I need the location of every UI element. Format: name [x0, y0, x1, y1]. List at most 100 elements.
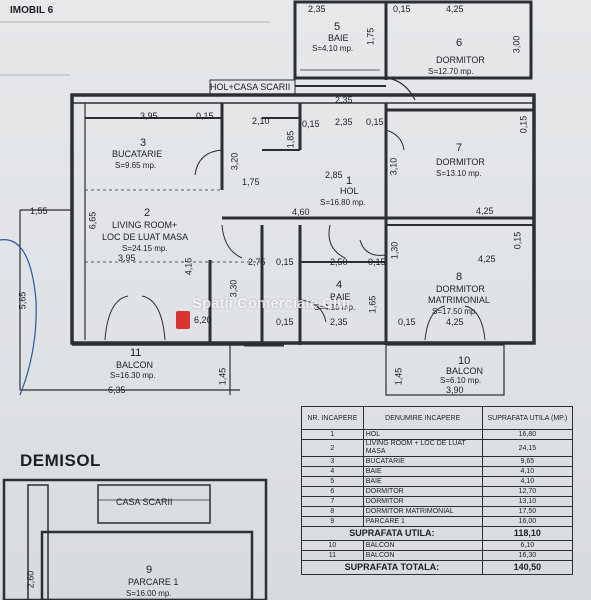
table-cell: 17,50	[481, 506, 574, 517]
watermark-logo	[176, 311, 190, 329]
table-cell: 24,15	[481, 439, 574, 457]
dim-label: 3,95	[118, 253, 136, 263]
dim-label: 0,15	[368, 257, 386, 267]
room-name: DORMITOR	[436, 157, 485, 167]
room-number: 5	[334, 21, 341, 33]
table-cell: DORMITOR	[362, 486, 483, 497]
table-cell: HOL	[362, 429, 483, 440]
dim-label: 1,55	[30, 206, 48, 216]
room-name: DORMITOR	[436, 284, 485, 294]
table-cell: 6	[301, 486, 364, 497]
room-name: MATRIMONIAL	[428, 295, 490, 305]
total-area-row: SUPRAFATA TOTALA: 140,50	[301, 560, 574, 575]
table-cell: BUCATARIE	[362, 456, 483, 467]
room-area: S=16.80 mp.	[320, 198, 366, 207]
dim-label: 0,15	[302, 119, 320, 129]
dim-label: 0,15	[196, 111, 214, 121]
dim-label: 2,60	[25, 570, 36, 589]
room-name: LOC DE LUAT MASA	[102, 232, 189, 242]
useful-area-row: SUPRAFATA UTILA: 118,10	[301, 526, 574, 541]
room-number: 11	[130, 347, 142, 359]
table-cell: 7	[301, 496, 364, 507]
dim-label: 6,20	[194, 315, 212, 325]
table-cell: DORMITOR MATRIMONIAL	[362, 506, 483, 517]
dim-label: 1,45	[217, 367, 228, 386]
dim-label: 1,75	[365, 27, 376, 46]
dim-label: 2,10	[252, 116, 270, 126]
dim-label: 1,85	[285, 130, 296, 149]
room-name: BAIE	[328, 33, 349, 43]
room-name: HOL	[340, 186, 359, 196]
table-cell: 10	[301, 540, 364, 551]
surface-table: NR. INCAPERE DENUMIRE INCAPERE SUPRAFATA…	[301, 406, 574, 575]
dim-label: 1,45	[393, 367, 404, 386]
room-name: BALCON	[446, 366, 484, 376]
dim-label: 0,15	[276, 317, 294, 327]
table-cell: 16,00	[481, 516, 574, 527]
dim-label: 4,25	[476, 206, 494, 216]
table-header: SUPRAFATA UTILA (mp.)	[481, 406, 574, 430]
table-header: DENUMIRE INCAPERE	[362, 406, 483, 430]
dim-label: 2,35	[308, 4, 326, 14]
room-number: 1	[346, 175, 353, 187]
room-area: S=4.10 mp.	[312, 44, 354, 53]
table-cell: BAIE	[362, 466, 483, 477]
building-label: IMOBIL 6	[10, 5, 54, 16]
room-name: LIVING ROOM+	[112, 220, 178, 230]
dim-label: 0,15	[518, 115, 529, 134]
dim-label: 4,25	[446, 317, 464, 327]
dim-label: 4,25	[478, 254, 496, 264]
total-area-label: SUPRAFATA TOTALA:	[301, 560, 483, 575]
room-number: 3	[140, 137, 147, 149]
dim-label: 3,90	[446, 385, 464, 395]
table-cell: 2	[301, 439, 364, 457]
basement-title: DEMISOL	[20, 451, 101, 470]
watermark-text: Spatii Comerciale Cluj	[192, 295, 351, 312]
table-cell: 16,30	[481, 550, 574, 561]
room-area: S=24.15 mp.	[122, 244, 168, 253]
room-number: 2	[144, 207, 151, 219]
room-area: S=4.10 mp.	[314, 303, 356, 312]
dim-label: 1,65	[367, 295, 378, 314]
table-cell: 9,65	[481, 456, 574, 467]
room-area: S=12.70 mp.	[428, 67, 474, 76]
room-name: PARCARE 1	[128, 577, 179, 587]
useful-area-value: 118,10	[481, 526, 574, 541]
dim-label: 3,10	[388, 157, 399, 176]
table-cell: 12,70	[481, 486, 574, 497]
room-name: DORMITOR	[436, 55, 485, 65]
dim-label: 4,60	[292, 207, 310, 217]
dim-label: 2,85	[325, 170, 343, 180]
table-cell: 4,10	[481, 476, 574, 487]
table-cell: 3	[301, 456, 364, 467]
table-cell: BAIE	[362, 476, 483, 487]
table-cell: 1	[301, 429, 364, 440]
room-name: BAIE	[330, 292, 351, 302]
dim-label: 0,15	[366, 117, 384, 127]
dim-label: 5,65	[17, 291, 28, 310]
table-cell: 16,80	[481, 429, 574, 440]
dim-label: 2,35	[335, 117, 353, 127]
room-area: S=16.00 mp.	[126, 589, 172, 598]
dim-label: 3,20	[229, 152, 240, 171]
room-number: 7	[456, 142, 463, 154]
room-area: S=9.65 mp.	[115, 161, 157, 170]
dim-label: 2,35	[330, 317, 348, 327]
room-name: BUCATARIE	[112, 149, 163, 159]
table-cell: PARCARE 1	[362, 516, 483, 527]
room-area: S=6.10 mp.	[440, 376, 482, 385]
room-number: 6	[456, 37, 463, 49]
dim-label: 2,35	[335, 95, 353, 105]
table-header-row: NR. INCAPERE DENUMIRE INCAPERE SUPRAFATA…	[301, 406, 574, 430]
room-area: S=16.30 mp.	[110, 371, 156, 380]
dim-label: 0,15	[276, 257, 294, 267]
